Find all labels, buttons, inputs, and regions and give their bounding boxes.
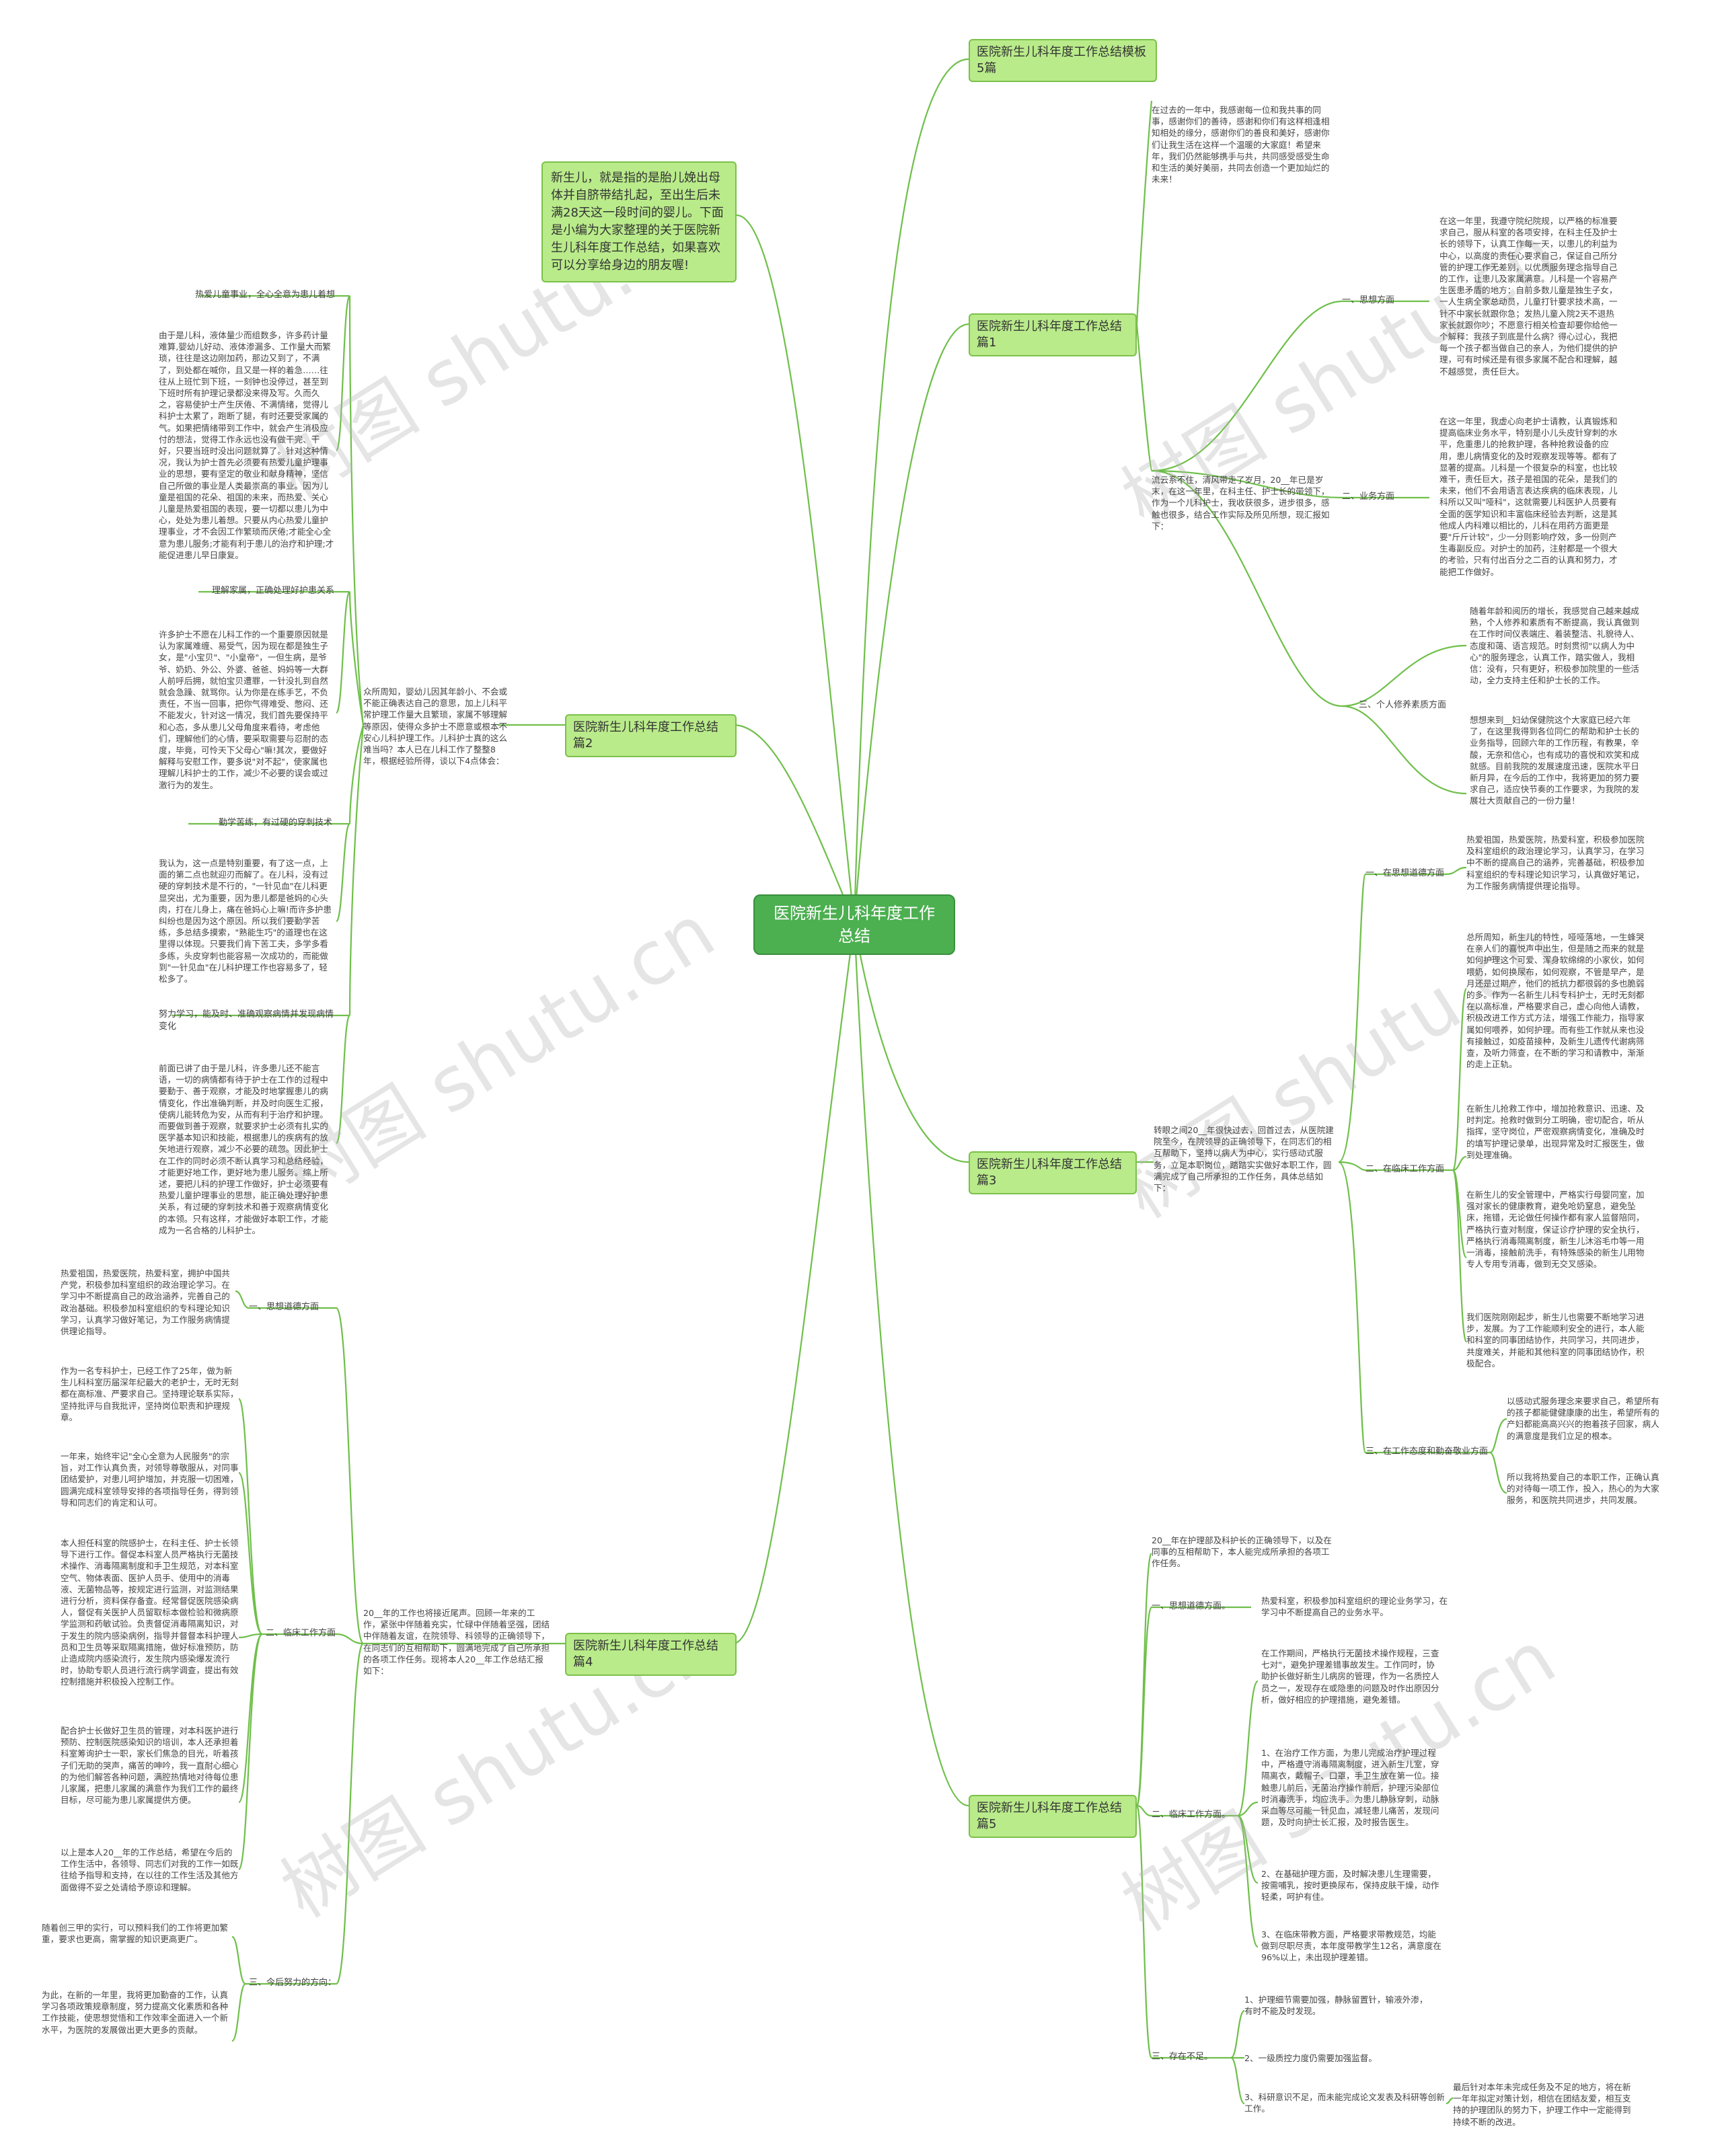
part2-intro: 众所周知，婴幼儿因其年龄小、不会或不能正确表达自己的意思，加上儿科平常护理工作量…	[363, 687, 508, 767]
part3-s2-text1: 总所周知，新生儿的特性，哑哑落地，一生蜂哭在亲人们的喜悦声中出生，但是随之而来的…	[1466, 932, 1645, 1070]
part1-s2-label[interactable]: 二、业务方面	[1342, 492, 1395, 502]
part1-s3-text1: 随着年龄和阅历的增长，我感觉自己越来越成熟，个人修养和素质有不断提高，我认真做到…	[1470, 606, 1639, 686]
part4-s2-text2: 一年来，始终牢记"全心全意为人民服务"的宗旨，对工作认真负责，对领导尊敬服从，对…	[61, 1451, 239, 1508]
connector-root-b2	[733, 724, 856, 923]
part1-para1: 在过去的一年中，我感谢每一位和我共事的同事，感谢你们的善待，感谢和你们有这样相逢…	[1152, 105, 1330, 185]
part2-s3-text: 我认为，这一点是特别重要，有了这一点，上面的第二点也就迎刃而解了。在儿科，没有过…	[159, 858, 332, 985]
part5-s2-text2: 1、在治疗工作方面，为患儿完成治疗护理过程中，严格遵守消毒隔离制度，进入新生儿室…	[1261, 1748, 1439, 1828]
part2-s3-label[interactable]: 勤学苦练，有过硬的穿刺技术	[219, 818, 333, 828]
part5-s2-text4: 3、在临床带教方面，严格要求带教规范，均能做到尽职尽责，本年度带教学生12名，满…	[1261, 1929, 1442, 1963]
part5-s1-label[interactable]: 一、思想道德方面。	[1152, 1601, 1231, 1611]
branch-part2[interactable]: 医院新生儿科年度工作总结篇2	[565, 714, 737, 757]
part4-s3-text2: 为此，在新的一年里，我将更加勤奋的工作，认真学习各项政策规章制度，努力提高文化素…	[42, 1990, 229, 2035]
part5-s3-text2: 2、一级质控力度仍需要加强监督。	[1244, 2053, 1377, 2063]
branch-part4[interactable]: 医院新生儿科年度工作总结篇4	[565, 1633, 737, 1676]
part2-s1-text: 由于是儿科，液体量少而组数多，许多药计量难算,婴幼儿好动、液体渗漏多、工作量大而…	[159, 330, 334, 560]
part3-s2-text3: 在新生儿的安全管理中，严格实行母婴同室，加强对家长的健康教育，避免呛奶窒息，避免…	[1466, 1190, 1645, 1270]
part4-s2-text1: 作为一名专科护士，已经工作了25年，做为新生儿科科室历届深年纪最大的老护士，无时…	[61, 1366, 239, 1422]
part1-s1-label[interactable]: 一、思想方面	[1342, 295, 1395, 305]
part1-s3-label[interactable]: 三、个人修养素质方面	[1359, 700, 1447, 710]
part2-s2-text: 许多护士不愿在儿科工作的一个重要原因就是认为家属难缠、易受气，因为现在都是独生子…	[159, 629, 328, 790]
part1-para2: 流云系不住，清风带走了岁月，20__年已是岁末，在这一年里，在科主任、护士长的带…	[1152, 475, 1330, 531]
part1-s3-text2: 想想来到__妇幼保健院这个大家庭已经六年了，在这里我得到各位同仁的帮助和护士长的…	[1470, 715, 1639, 806]
branch-part1[interactable]: 医院新生儿科年度工作总结篇1	[969, 313, 1137, 356]
connector-root-b6	[853, 922, 969, 1807]
part4-s1-text: 热爱祖国，热爱医院，热爱科室，拥护中国共产党，积极参加科室组织的政治理论学习。在…	[61, 1268, 230, 1337]
part2-s1-label[interactable]: 热爱儿童事业，全心全意为患儿着想	[195, 290, 336, 300]
branch-part5[interactable]: 医院新生儿科年度工作总结篇5	[969, 1795, 1137, 1838]
part5-s3-text3: 最后针对本年未完成任务及不足的地方，将在新一年年拟定对策计划，相信在团结友爱，相…	[1453, 2082, 1631, 2127]
part3-s3-text1: 以感动式服务理念来要求自己，希望所有的孩子都能健健康康的出生，希望所有的产妇都能…	[1507, 1396, 1659, 1441]
part3-s3-text2: 所以我将热爱自己的本职工作，正确认真的对待每一项工作，投入，热心的为大家服务，和…	[1507, 1472, 1659, 1506]
part4-s2-text4: 配合护士长做好卫生员的管理，对本科医护进行预防、控制医院感染知识的培训，本人还承…	[61, 1726, 239, 1806]
connector-root-b1	[853, 323, 969, 923]
branch-part3[interactable]: 医院新生儿科年度工作总结篇3	[969, 1151, 1137, 1194]
part5-s2-text1: 在工作期间，严格执行无菌技术操作规程，三查七对"，避免护理差错事故发生。工作同时…	[1261, 1648, 1439, 1705]
connector-root-b4	[733, 922, 856, 1645]
connector-root-b3	[853, 922, 969, 1163]
connector-root-intro	[736, 214, 856, 923]
part3-s3-label[interactable]: 三、在工作态度和勤奋敬业方面	[1365, 1447, 1489, 1457]
part4-s2-text5: 以上是本人20__年的工作总结，希望在今后的工作生活中，各领导、同志们对我的工作…	[61, 1847, 239, 1892]
part3-s2-text4: 我们医院刚刚起步，新生儿也需要不断地学习进步，发展。为了工作能顺利安全的进行，本…	[1466, 1312, 1645, 1369]
part4-s3-text1: 随着创三甲的实行，可以预料我们的工作将更加繁重，要求也更高，需掌握的知识更高更广…	[42, 1923, 229, 1945]
part4-s3-label[interactable]: 三、今后努力的方向：	[249, 1978, 337, 1988]
part4-s2-label[interactable]: 二、临床工作方面	[266, 1628, 336, 1638]
part5-s3-label[interactable]: 三、存在不足。	[1152, 2052, 1213, 2062]
part4-s2-text3: 本人担任科室的院感护士，在科主任、护士长领导下进行工作。督促本科室人员严格执行无…	[61, 1538, 239, 1687]
part5-s2-text3: 2、在基础护理方面，及时解决患儿生理需要，按需哺乳，按时更换尿布，保持皮肤干燥，…	[1261, 1869, 1439, 1902]
part4-s1-label[interactable]: 一、思想道德方面	[249, 1302, 320, 1312]
part4-intro: 20__年的工作也将接近尾声。回顾一年来的工作，紧张中伴随着充实，忙碌中伴随着坚…	[363, 1608, 550, 1677]
part2-s2-label[interactable]: 理解家属，正确处理好护患关系	[212, 586, 335, 596]
connector-root-b5	[853, 58, 969, 923]
part2-s4-text: 前面已讲了由于是儿科，许多患儿还不能言语，一切的病情都有待于护士在工作的过程中要…	[159, 1063, 328, 1235]
part5-s3-text3-label: 3、科研意识不足，而未能完成论文发表及科研等创新工作。	[1244, 2092, 1445, 2114]
part5-s3-text1: 1、护理细节需要加强，静脉留置针，输液外渗，有时不能及时发现。	[1244, 1995, 1428, 2017]
part5-intro: 20__年在护理部及科护长的正确领导下，以及在同事的互相帮助下，本人能完成所承担…	[1152, 1535, 1332, 1569]
part1-s1-text: 在这一年里，我遵守院纪院规，以严格的标准要求自己，服从科室的各项安排，在科主任及…	[1439, 216, 1618, 377]
part5-s1-text: 热爱科室，积极参加科室组织的理论业务学习，在学习中不断提高自己的业务水平。	[1261, 1596, 1448, 1618]
part1-s2-text: 在这一年里，我虚心向老护士请教，认真锻炼和提高临床业务水平，特别是小儿头皮针穿刺…	[1439, 416, 1618, 577]
part3-s1-label[interactable]: 一、在思想道德方面	[1365, 868, 1445, 878]
part5-s2-label[interactable]: 二、临床工作方面。	[1152, 1810, 1231, 1820]
part3-s2-text2: 在新生儿抢救工作中，增加抢救意识、迅速、及时判定。抢救时做到分工明确，密切配合，…	[1466, 1104, 1645, 1160]
part3-s1-text: 热爱祖国，热爱医院，热爱科室，积极参加医院及科室组织的政治理论学习，认真学习，在…	[1466, 835, 1645, 891]
root-topic[interactable]: 医院新生儿科年度工作总结	[753, 894, 955, 955]
part3-intro: 转眼之间20__年很快过去，回首过去，从医院建院至今，在院领导的正确领导下，在同…	[1154, 1125, 1334, 1194]
part3-s2-label[interactable]: 二、在临床工作方面	[1365, 1164, 1445, 1174]
intro-topic[interactable]: 新生儿，就是指的是胎儿娩出母体并自脐带结扎起，至出生后未满28天这一段时间的婴儿…	[541, 161, 737, 282]
branch-templates[interactable]: 医院新生儿科年度工作总结模板5篇	[969, 39, 1157, 82]
part2-s4-label[interactable]: 努力学习，能及时、准确观察病情并发现病情变化	[159, 1009, 334, 1032]
